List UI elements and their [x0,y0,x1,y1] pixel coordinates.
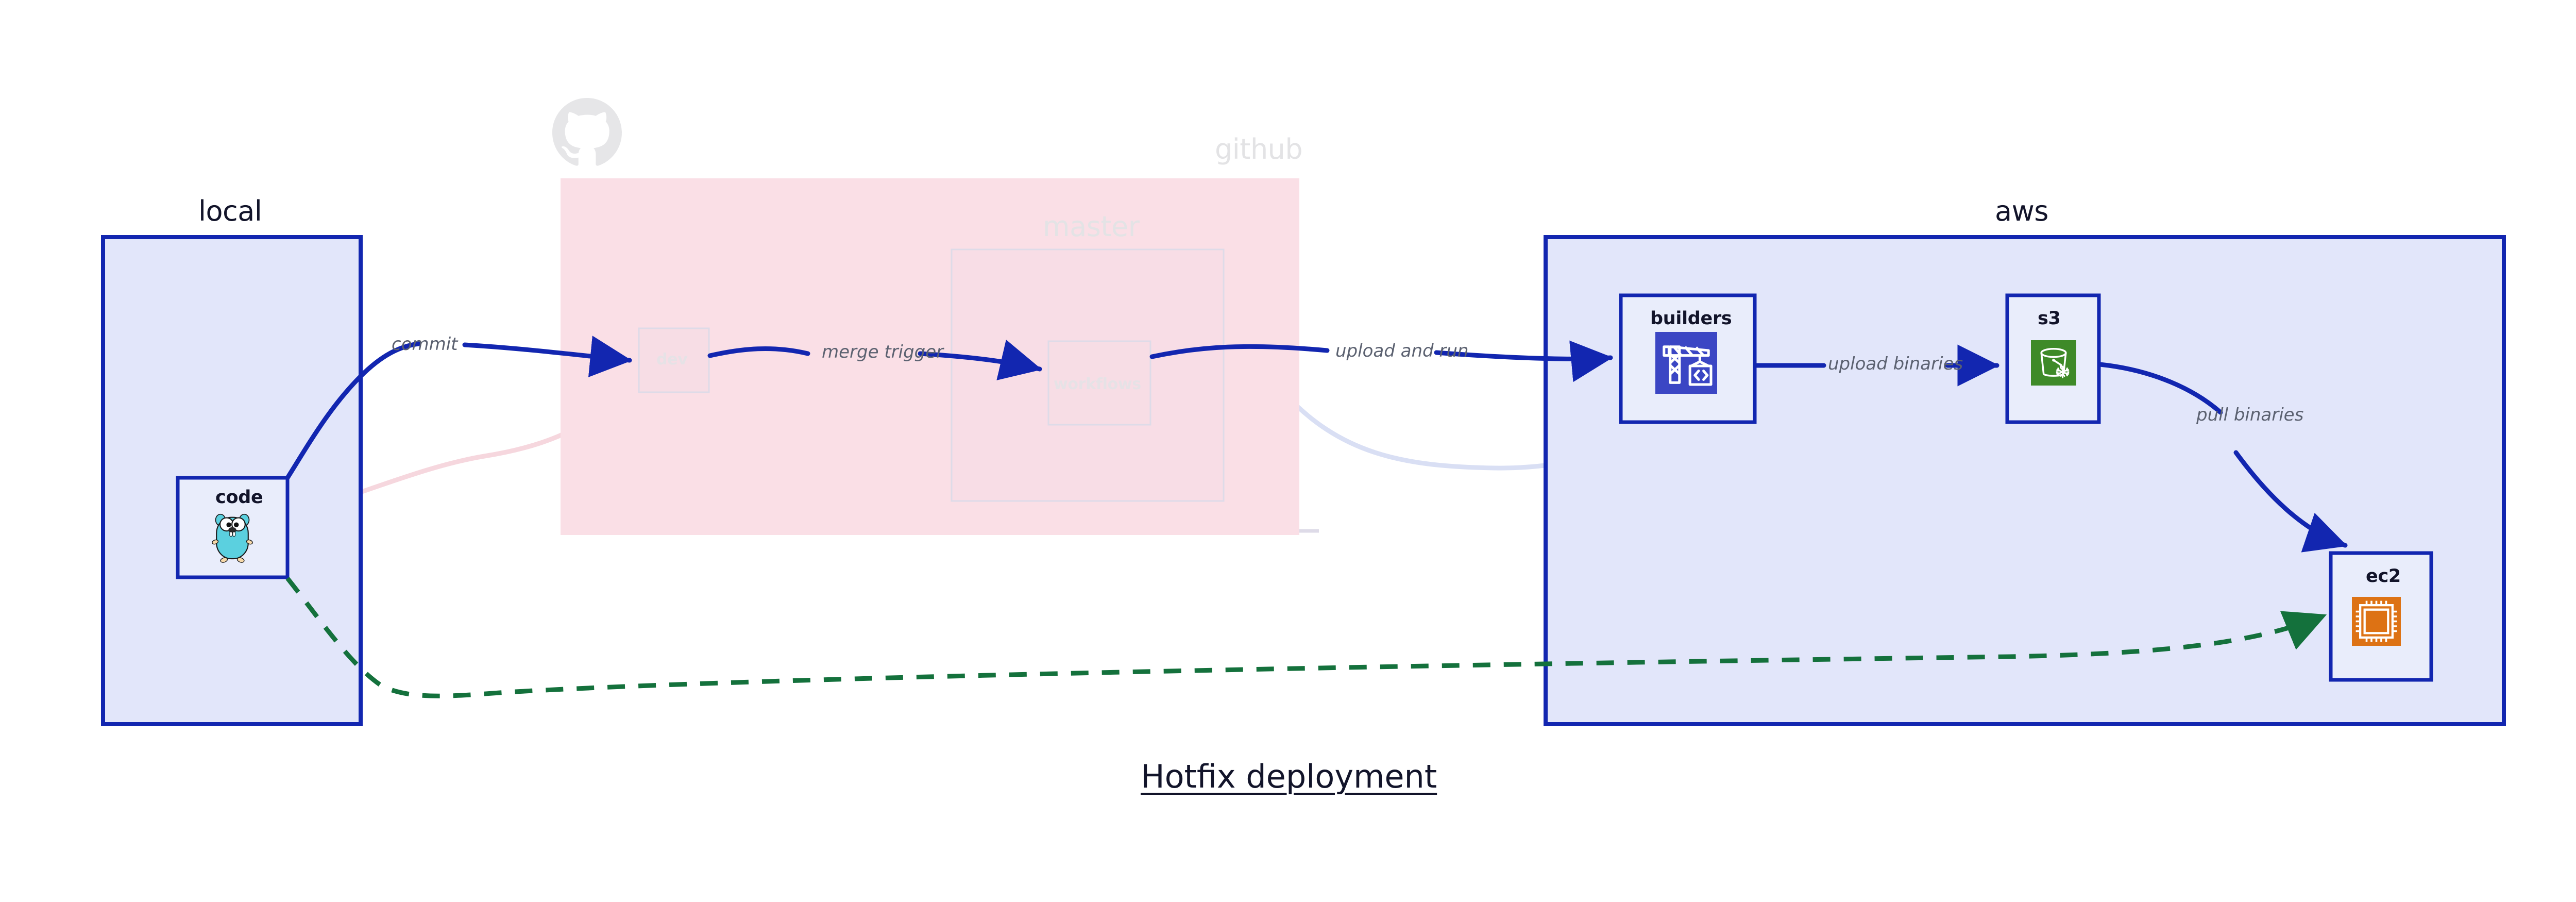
edge-label-upload-and-run: upload and run [1335,341,1469,361]
node-label-dev: dev [656,350,688,369]
cpu-chip-icon [2352,597,2401,646]
edge-dev-workflows-tail [918,340,1042,380]
edge-code-dev-tail [462,336,632,377]
github-octocat-icon [552,98,622,166]
cluster-local-body [101,235,363,726]
edge-code-dev [285,341,421,480]
node-label-ec2: ec2 [2366,566,2401,587]
cluster-title-local: local [198,195,262,227]
edge-label-upload-binaries: upload binaries [1828,354,1963,374]
cluster-title-github: github [1215,133,1303,165]
diagram-caption: Hotfix deployment [1141,758,1437,795]
node-workflows-body [1047,340,1151,426]
node-label-workflows: workflows [1054,375,1141,393]
node-dev-body [638,327,710,393]
edge-s3-ec2-tail [2233,450,2348,553]
node-ec2-body [2329,551,2433,682]
node-label-builders: builders [1650,308,1732,329]
edge-code-ec2-dashed [285,577,2327,698]
edge-label-commit: commit [392,334,458,355]
edge-label-pull-binaries: pull binaries [2196,405,2304,425]
cluster-title-aws: aws [1995,195,2048,227]
node-label-s3: s3 [2038,308,2061,329]
node-label-code: code [215,487,263,508]
node-code-body [176,476,290,579]
cluster-title-master: master [1043,210,1140,243]
edge-s3-ec2-head [2097,362,2223,415]
crane-code-icon [1655,332,1717,394]
edge-workflows-builders-head [1149,344,1330,359]
s3-bucket-icon [2031,340,2076,386]
edge-dev-workflows-head [707,346,810,358]
edge-label-merge-trigger: merge trigger [822,342,944,362]
edge-workflows-builders-tail [1434,340,1613,382]
go-gopher-icon [212,513,253,563]
